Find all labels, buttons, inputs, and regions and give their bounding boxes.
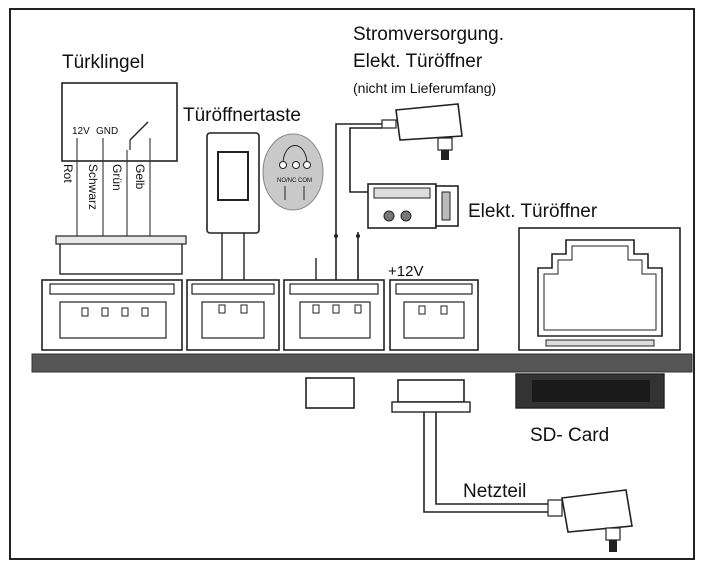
junction-2 xyxy=(356,234,360,238)
bubble-terminal-3 xyxy=(303,161,311,169)
opener-label: Elekt. Türöffner xyxy=(468,201,598,222)
power-label-line3: (nicht im Lieferumfang) xyxy=(353,80,496,96)
doorbell-box xyxy=(61,82,178,162)
power-label-line2: Elekt. Türöffner xyxy=(353,51,483,72)
bubble-nonc-label: NO/NC xyxy=(277,178,297,184)
connector-opener xyxy=(283,279,385,351)
rj45-socket-inner xyxy=(543,245,657,331)
plus12v-label: +12V xyxy=(388,263,423,280)
door-opener-device xyxy=(367,183,459,229)
bubble-terminal-2 xyxy=(292,161,300,169)
connector-doorbell xyxy=(41,279,183,351)
connector-power xyxy=(389,279,479,351)
sd-card-slot-inner xyxy=(532,380,650,402)
opener-power-adapter xyxy=(381,103,463,160)
button-wiring-bubble xyxy=(262,133,324,211)
bubble-pointer xyxy=(264,158,272,182)
doorbell-label: Türklingel xyxy=(62,52,144,73)
wire-label-gruen: Grün xyxy=(110,164,124,191)
doorbell-wire-plug-top xyxy=(55,235,187,245)
circuit-board-edge xyxy=(31,353,693,373)
doorbell-12v-label: 12V xyxy=(72,126,90,137)
netzteil-label: Netzteil xyxy=(463,481,526,502)
wire-label-rot: Rot xyxy=(61,164,75,183)
power-label-line1: Stromversorgung. xyxy=(353,24,504,45)
adapter-wire-b xyxy=(349,127,382,193)
rj45-latch xyxy=(545,339,655,347)
board-small-module xyxy=(305,377,355,409)
bubble-jumper xyxy=(282,145,308,163)
netzteil-adapter xyxy=(547,489,633,552)
netzteil-cable-b xyxy=(435,412,548,505)
sdcard-label: SD- Card xyxy=(530,425,609,446)
button-label: Türöffnertaste xyxy=(183,105,301,126)
power-jack xyxy=(391,379,471,413)
doorbell-gnd-label: GND xyxy=(96,126,118,137)
wire-label-gelb: Gelb xyxy=(133,164,147,190)
doorbell-switch-symbol xyxy=(129,121,149,141)
junction-1 xyxy=(334,234,338,238)
bubble-terminal-1 xyxy=(279,161,287,169)
wire-label-schwarz: Schwarz xyxy=(86,164,100,210)
adapter-wire-a xyxy=(335,123,382,305)
door-button-key xyxy=(217,151,249,201)
netzteil-cable-a xyxy=(423,412,548,513)
rj45-socket xyxy=(537,239,663,337)
connector-button xyxy=(186,279,280,351)
bubble-com-label: COM xyxy=(298,178,312,184)
